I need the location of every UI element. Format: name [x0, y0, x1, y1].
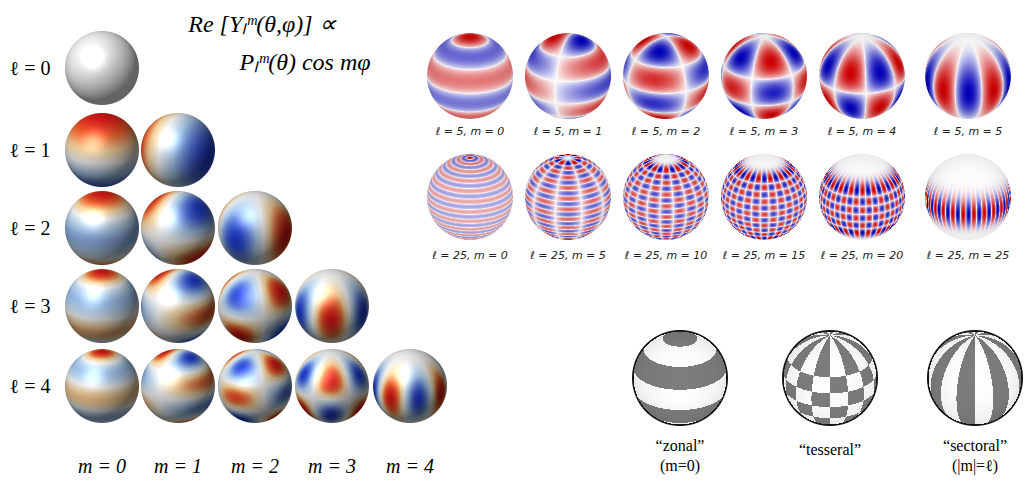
- sphere-image: [818, 153, 906, 241]
- sphere-image: [426, 32, 514, 120]
- label-slot: “tesseral”: [799, 441, 861, 459]
- sphere-image: [924, 153, 1012, 241]
- sphere-image: [818, 32, 906, 120]
- row-label: ℓ = 4: [10, 375, 51, 397]
- label-slot: m = 3: [308, 455, 356, 478]
- sphere-caption: ℓ = 5, m = 0: [436, 125, 505, 138]
- label-slot: ℓ = 5, m = 0: [436, 121, 505, 139]
- sphere-image: [524, 32, 612, 120]
- row-label: ℓ = 2: [10, 217, 51, 239]
- sphere-caption: ℓ = 25, m = 0: [432, 249, 508, 262]
- sphere-caption: ℓ = 25, m = 20: [821, 249, 904, 262]
- sphere-image: [64, 190, 140, 266]
- label-slot: ℓ = 5, m = 2: [632, 121, 701, 139]
- label-slot: ℓ = 25, m = 0: [432, 245, 508, 263]
- sphere-caption: ℓ = 25, m = 5: [530, 249, 606, 262]
- sphere-image: [140, 348, 216, 424]
- label-slot: ℓ = 0: [10, 57, 51, 80]
- formula: Re [Yₗᵐ(θ,φ)] ∝: [188, 11, 335, 37]
- sphere-image: [622, 32, 710, 120]
- label-slot: (|m|=ℓ): [952, 457, 998, 475]
- sphere-image: [294, 348, 370, 424]
- sphere-image: [622, 153, 710, 241]
- label-slot: ℓ = 25, m = 25: [927, 245, 1010, 263]
- label-slot: “sectoral”: [943, 437, 1007, 455]
- sphere-caption: ℓ = 5, m = 3: [730, 125, 799, 138]
- sphere-image: [631, 329, 729, 427]
- label-slot: m = 1: [154, 455, 202, 478]
- label-slot: “zonal”: [656, 437, 705, 455]
- label-slot: ℓ = 5, m = 5: [934, 121, 1003, 139]
- sphere-image: [217, 190, 293, 266]
- row-label: ℓ = 1: [10, 139, 51, 161]
- sphere-caption: ℓ = 5, m = 5: [934, 125, 1003, 138]
- sphere-image: [924, 32, 1012, 120]
- sphere-image: [140, 268, 216, 344]
- sphere-caption: ℓ = 25, m = 10: [625, 249, 708, 262]
- label-slot: m = 0: [78, 455, 126, 478]
- sphere-image: [926, 329, 1024, 427]
- sphere-image: [64, 268, 140, 344]
- column-label: m = 0: [78, 455, 126, 477]
- row-label: ℓ = 3: [10, 295, 51, 317]
- type-label: “sectoral”: [943, 437, 1007, 454]
- label-slot: ℓ = 1: [10, 139, 51, 162]
- label-slot: ℓ = 3: [10, 295, 51, 318]
- row-label: ℓ = 0: [10, 57, 51, 79]
- formula: Pₗᵐ(θ) cos mφ: [239, 49, 370, 75]
- sphere-caption: ℓ = 5, m = 1: [534, 125, 603, 138]
- label-slot: ℓ = 5, m = 1: [534, 121, 603, 139]
- column-label: m = 3: [308, 455, 356, 477]
- sphere-image: [217, 268, 293, 344]
- sphere-image: [426, 153, 514, 241]
- label-slot: m = 4: [386, 455, 434, 478]
- label-slot: m = 2: [231, 455, 279, 478]
- sphere-image: [64, 348, 140, 424]
- column-label: m = 4: [386, 455, 434, 477]
- type-label: (|m|=ℓ): [952, 457, 998, 474]
- type-label: “tesseral”: [799, 441, 861, 458]
- sphere-image: [294, 268, 370, 344]
- label-slot: ℓ = 5, m = 3: [730, 121, 799, 139]
- sphere-image: [64, 30, 140, 106]
- type-label: “zonal”: [656, 437, 705, 454]
- sphere-image: [781, 329, 879, 427]
- label-slot: Re [Yₗᵐ(θ,φ)] ∝: [188, 6, 335, 39]
- sphere-image: [720, 32, 808, 120]
- sphere-image: [140, 112, 216, 188]
- label-slot: Pₗᵐ(θ) cos mφ: [239, 44, 370, 77]
- label-slot: ℓ = 2: [10, 217, 51, 240]
- sphere-image: [720, 153, 808, 241]
- label-slot: ℓ = 5, m = 4: [828, 121, 897, 139]
- label-slot: ℓ = 4: [10, 375, 51, 398]
- type-label: (m=0): [660, 457, 700, 474]
- sphere-caption: ℓ = 25, m = 15: [723, 249, 806, 262]
- column-label: m = 2: [231, 455, 279, 477]
- sphere-image: [140, 190, 216, 266]
- sphere-image: [217, 348, 293, 424]
- label-slot: ℓ = 25, m = 20: [821, 245, 904, 263]
- column-label: m = 1: [154, 455, 202, 477]
- label-slot: ℓ = 25, m = 5: [530, 245, 606, 263]
- label-slot: (m=0): [660, 457, 700, 475]
- sphere-image: [524, 153, 612, 241]
- sphere-caption: ℓ = 25, m = 25: [927, 249, 1010, 262]
- sphere-caption: ℓ = 5, m = 2: [632, 125, 701, 138]
- sphere-image: [372, 348, 448, 424]
- label-slot: ℓ = 25, m = 15: [723, 245, 806, 263]
- label-slot: ℓ = 25, m = 10: [625, 245, 708, 263]
- sphere-caption: ℓ = 5, m = 4: [828, 125, 897, 138]
- sphere-image: [64, 112, 140, 188]
